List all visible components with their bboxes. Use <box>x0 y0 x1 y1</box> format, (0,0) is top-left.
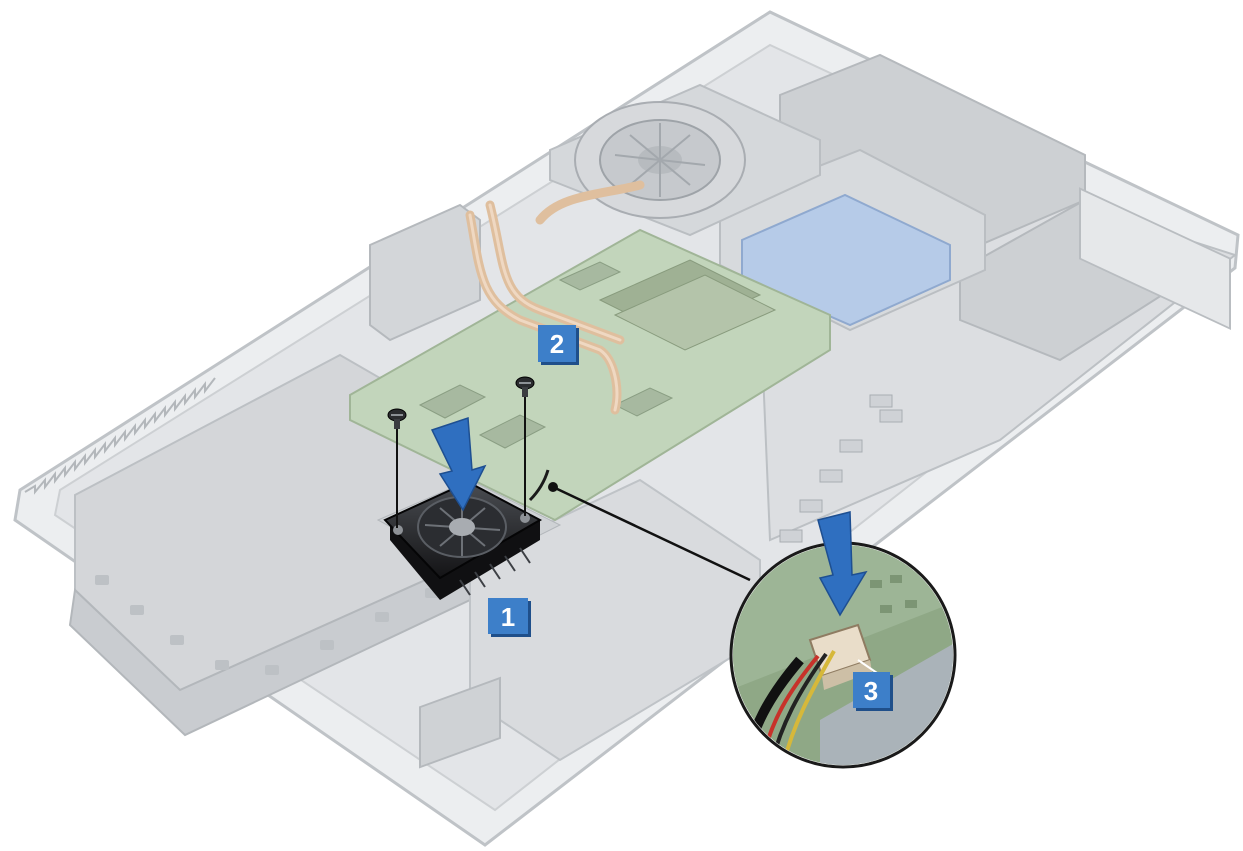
io-bracket <box>419 676 501 769</box>
fan-screw-hole-right <box>520 513 530 523</box>
callout-2-label: 2 <box>550 329 564 359</box>
zoom-leader-line <box>552 485 751 582</box>
callout-2: 2 <box>538 325 579 365</box>
fan-hub <box>449 518 475 536</box>
fan-screw-hole-left <box>393 525 403 535</box>
chassis-rim-teeth <box>24 377 216 495</box>
callout-1: 1 <box>488 598 531 637</box>
screws <box>387 376 535 528</box>
fan-bottom-face <box>390 520 540 600</box>
memory-slots <box>598 259 777 351</box>
callout-3-label: 3 <box>864 676 878 706</box>
speaker-holes <box>95 575 439 675</box>
corner-bracket <box>1079 187 1231 331</box>
screw-icon <box>387 408 407 429</box>
push-arrow-icon <box>430 416 487 512</box>
main-fan-icon <box>574 101 746 219</box>
push-arrow-icon <box>817 511 868 617</box>
board-chips <box>418 261 674 449</box>
fan-fins <box>459 547 531 596</box>
callout-1-label: 1 <box>501 602 515 632</box>
left-io-bracket <box>369 203 481 342</box>
io-ports <box>779 394 903 543</box>
screw-icon <box>515 376 535 397</box>
callout-3: 3 <box>853 672 893 711</box>
fan-cable <box>528 469 550 502</box>
system-fan-icon <box>376 479 562 600</box>
heat-pipe-highlight <box>468 203 622 412</box>
